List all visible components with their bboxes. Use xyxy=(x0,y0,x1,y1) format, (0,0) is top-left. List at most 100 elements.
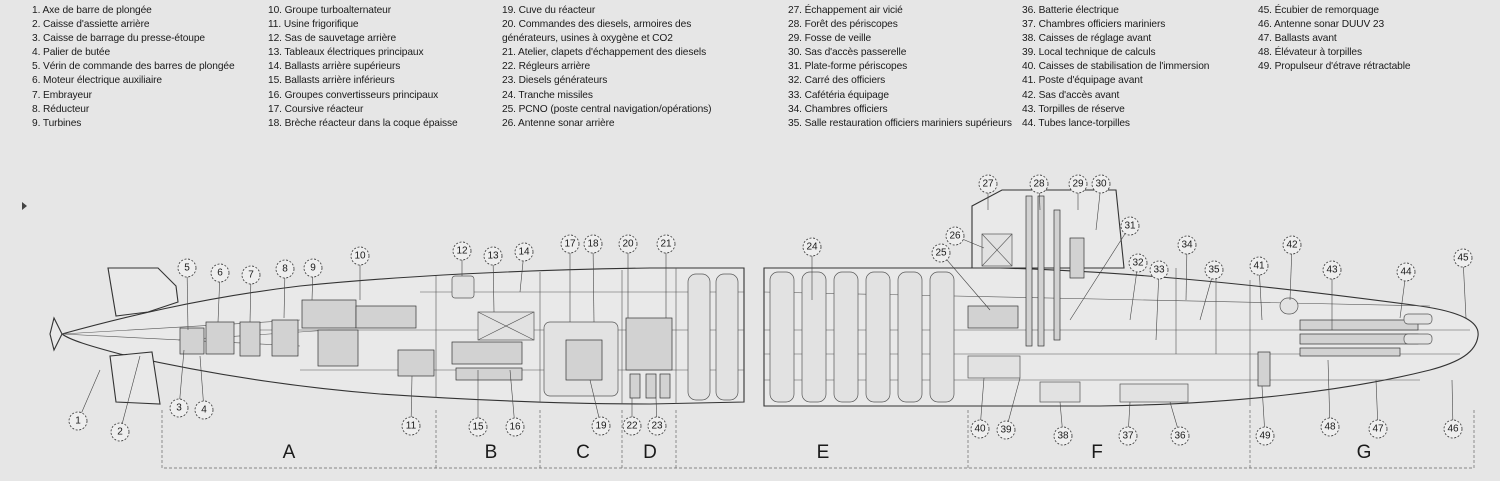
legend-column-3: 19. Cuve du réacteur 20. Commandes des di… xyxy=(502,4,712,131)
callout-number: 24 xyxy=(806,242,818,253)
callout-number: 11 xyxy=(406,421,417,432)
callout-8: 8 xyxy=(275,259,295,279)
callout-leader-13 xyxy=(492,255,495,313)
legend-entry: 3. Caisse de barrage du presse-étoupe xyxy=(32,33,205,45)
legend-entry: 36. Batterie électrique xyxy=(1022,5,1119,16)
legend-entry: 2. Caisse d'assiette arrière xyxy=(32,19,150,31)
legend-entry: 7. Embrayeur xyxy=(32,89,92,101)
legend-entry: 1. Axe de barre de plongée xyxy=(32,5,152,16)
legend-entry: 48. Élévateur à torpilles xyxy=(1258,47,1362,59)
legend-entry: 12. Sas de sauvetage arrière xyxy=(268,33,397,45)
callout-6: 6 xyxy=(210,263,230,283)
callout-10: 10 xyxy=(350,246,370,266)
legend-entry: 25. PCNO (poste central navigation/opéra… xyxy=(502,103,712,115)
callout-number: 39 xyxy=(1000,425,1012,436)
legend-entry: 26. Antenne sonar arrière xyxy=(502,117,615,129)
callout-29: 29 xyxy=(1068,174,1088,194)
callout-22: 22 xyxy=(622,416,642,436)
callout-leader-45 xyxy=(1462,257,1467,319)
callout-14: 14 xyxy=(514,242,534,262)
callout-number: 8 xyxy=(282,264,288,275)
callout-leader-41 xyxy=(1258,265,1263,321)
callout-leader-31 xyxy=(1069,225,1131,321)
callout-number: 35 xyxy=(1208,265,1220,276)
callout-number: 49 xyxy=(1259,431,1271,442)
callout-number: 6 xyxy=(217,268,223,279)
legend-entry: 49. Propulseur d'étrave rétractable xyxy=(1258,61,1411,73)
callout-number: 4 xyxy=(201,405,207,416)
callout-9: 9 xyxy=(303,258,323,278)
legend-entry: 42. Sas d'accès avant xyxy=(1022,89,1120,101)
callout-11: 11 xyxy=(401,416,421,436)
callout-leader-3 xyxy=(178,349,185,409)
legend-entry: 35. Salle restauration officiers marinie… xyxy=(788,117,1012,129)
callout-number: 20 xyxy=(622,239,634,250)
callout-2: 2 xyxy=(110,422,130,442)
callout-number: 10 xyxy=(354,251,366,262)
legend-entry: 28. Forêt des périscopes xyxy=(788,19,898,31)
legend-column-5: 36. Batterie électrique 37. Chambres offi… xyxy=(1022,4,1209,131)
callout-23: 23 xyxy=(647,416,667,436)
legend-entry: 34. Chambres officiers xyxy=(788,103,888,115)
legend-entry: 10. Groupe turboalternateur xyxy=(268,5,392,16)
callout-leader-16 xyxy=(509,369,516,428)
callout-19: 19 xyxy=(591,416,611,436)
callout-number: 29 xyxy=(1072,179,1084,190)
callout-32: 32 xyxy=(1128,253,1148,273)
callout-30: 30 xyxy=(1091,174,1111,194)
callout-number: 2 xyxy=(117,427,123,438)
legend-entry: 33. Cafétéria équipage xyxy=(788,89,889,101)
callout-number: 37 xyxy=(1122,431,1134,442)
legend-entry: 19. Cuve du réacteur xyxy=(502,5,596,16)
callout-46: 46 xyxy=(1443,419,1463,439)
callout-number: 26 xyxy=(949,231,961,242)
section-label-b: B xyxy=(485,442,498,463)
callout-number: 7 xyxy=(248,270,254,281)
legend-entry: 38. Caisses de réglage avant xyxy=(1022,33,1152,45)
callout-leader-5 xyxy=(186,267,189,331)
callout-number: 19 xyxy=(595,421,607,432)
legend-entry: 45. Écubier de remorquage xyxy=(1258,5,1379,16)
callout-leader-34 xyxy=(1185,244,1188,301)
callout-number: 38 xyxy=(1057,431,1069,442)
callout-leader-25 xyxy=(940,252,991,311)
legend-column-4: 27. Échappement air vicié 28. Forêt des p… xyxy=(788,4,1012,131)
callout-25: 25 xyxy=(931,243,951,263)
callout-leader-2 xyxy=(119,355,141,433)
callout-number: 41 xyxy=(1253,261,1265,272)
legend-entry: 16. Groupes convertisseurs principaux xyxy=(268,89,439,101)
callout-number: 36 xyxy=(1174,431,1186,442)
section-label-e: E xyxy=(817,442,830,463)
callout-leader-42 xyxy=(1289,244,1293,301)
callout-number: 9 xyxy=(310,263,316,274)
callout-number: 5 xyxy=(184,263,190,274)
legend-entry: 40. Caisses de stabilisation de l'immers… xyxy=(1022,61,1210,73)
callout-number: 12 xyxy=(456,246,468,257)
callout-number: 32 xyxy=(1132,258,1144,269)
callout-number: 3 xyxy=(176,403,182,414)
direction-marker xyxy=(22,202,27,210)
callout-number: 16 xyxy=(509,422,521,433)
callout-36: 36 xyxy=(1170,426,1190,446)
legend-entry: 8. Réducteur xyxy=(32,103,90,115)
callout-leader-18 xyxy=(592,243,595,323)
legend-entry: 4. Palier de butée xyxy=(32,47,111,59)
callout-5: 5 xyxy=(177,258,197,278)
callout-42: 42 xyxy=(1282,235,1302,255)
callout-number: 42 xyxy=(1286,240,1298,251)
legend-entry: 37. Chambres officiers mariniers xyxy=(1022,19,1166,31)
callout-41: 41 xyxy=(1249,256,1269,276)
legend-entry: 27. Échappement air vicié xyxy=(788,5,903,16)
legend-entry: 30. Sas d'accès passerelle xyxy=(788,47,907,59)
legend-entry: 31. Plate-forme périscopes xyxy=(788,61,908,73)
callout-28: 28 xyxy=(1029,174,1049,194)
callout-number: 15 xyxy=(472,422,484,433)
section-label-c: C xyxy=(576,442,590,463)
legend-entry: 20. Commandes des diesels, armoires des xyxy=(502,19,692,31)
callout-number: 13 xyxy=(487,251,499,262)
callout-18: 18 xyxy=(583,234,603,254)
callout-39: 39 xyxy=(996,420,1016,440)
callout-38: 38 xyxy=(1053,426,1073,446)
